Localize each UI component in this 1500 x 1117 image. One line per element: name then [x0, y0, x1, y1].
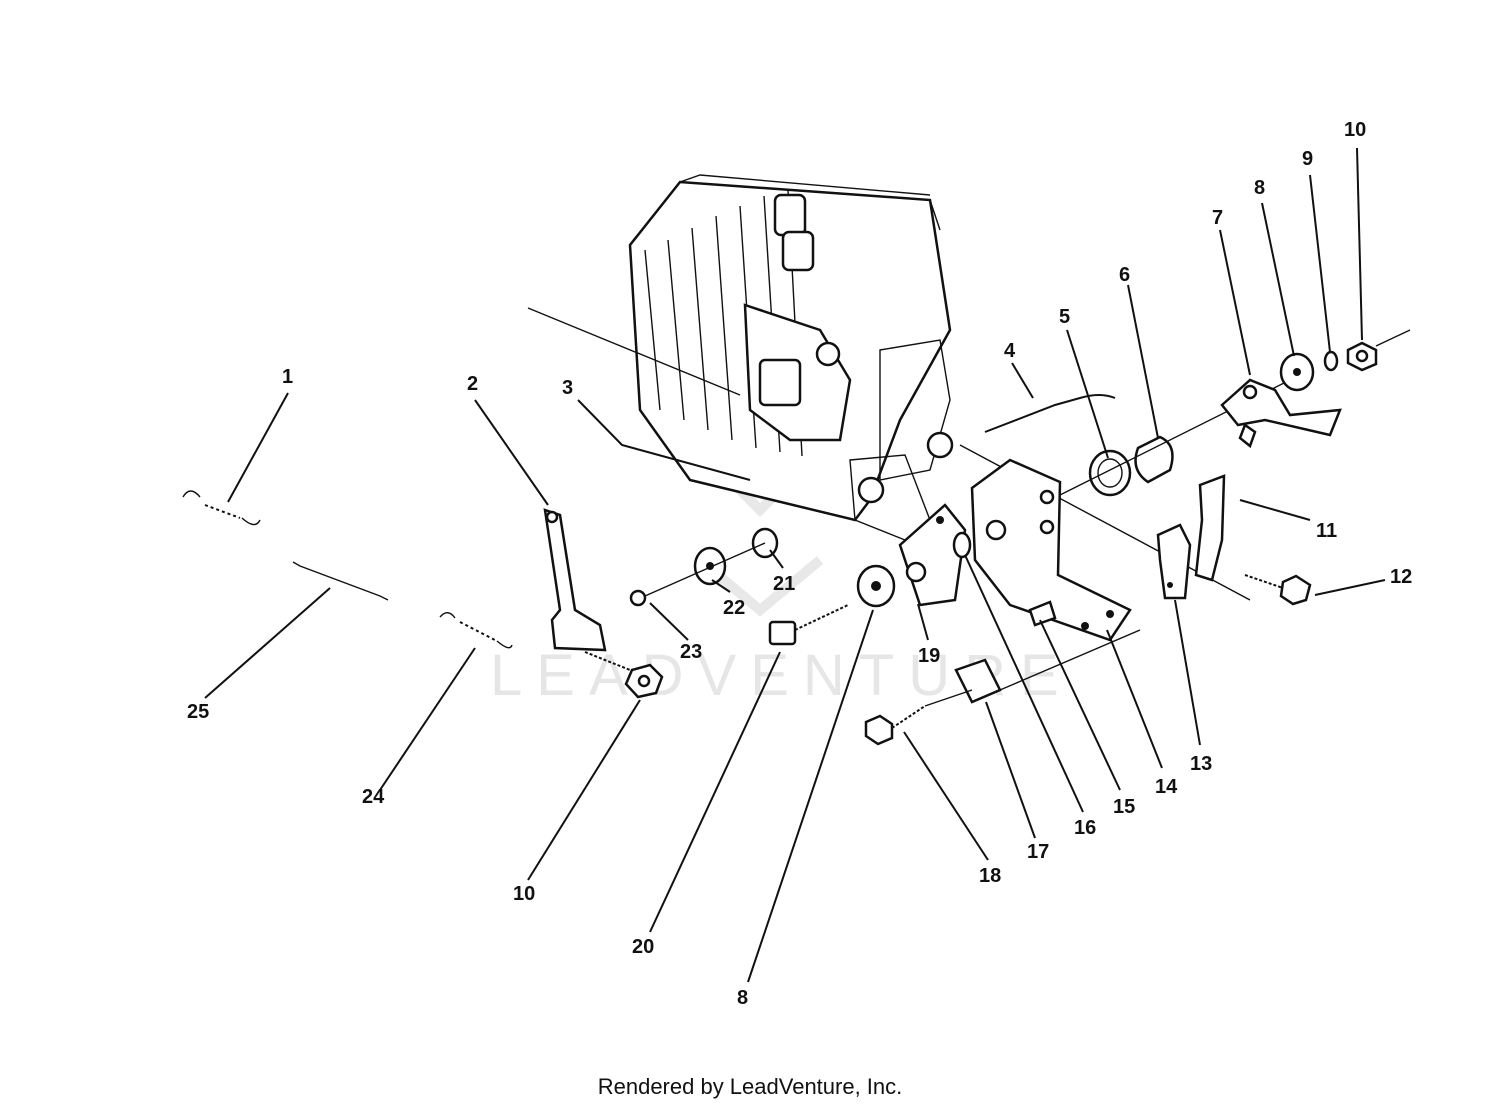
footer-credit: Rendered by LeadVenture, Inc.: [597, 1074, 903, 1099]
callout-7: 7: [1212, 207, 1223, 229]
callout-1: 1: [282, 366, 293, 388]
washer-23: [629, 589, 647, 607]
callout-18: 18: [979, 865, 1001, 887]
bolt-20: [768, 604, 849, 646]
callout-17: 17: [1027, 841, 1049, 863]
bushing-6: [1134, 435, 1174, 484]
callout-16: 16: [1074, 817, 1096, 839]
callout-19: 19: [918, 645, 940, 667]
callout-11: 11: [1316, 520, 1337, 542]
rod-4: [984, 394, 1116, 433]
callout-4: 4: [1004, 340, 1016, 362]
callout-10: 10: [1344, 119, 1366, 141]
callout-3: 3: [562, 377, 573, 399]
callout-5: 5: [1059, 306, 1070, 328]
spring-1: [182, 490, 261, 526]
callout-20: 20: [632, 936, 654, 958]
pin-15: [1028, 600, 1057, 627]
callouts: 1 2 3 4 5 6 7 8 9 10 11 12 13 14 15 16 1…: [187, 119, 1412, 1009]
callout-6: 6: [1119, 264, 1130, 286]
leader-lines: [204, 147, 1386, 983]
governor-plate-14: [970, 458, 1132, 642]
washer-9: [1323, 350, 1339, 372]
rod-25: [292, 561, 389, 601]
callout-8: 8: [1254, 177, 1265, 199]
callout-8-lower: 8: [737, 987, 748, 1009]
lever-7: [1220, 378, 1342, 437]
callout-14: 14: [1155, 776, 1178, 798]
bracket-13: [1156, 523, 1192, 600]
callout-21: 21: [773, 573, 795, 595]
callout-25: 25: [187, 701, 209, 723]
engine-block: [628, 174, 954, 541]
bolt-12: [1244, 574, 1312, 606]
callout-24: 24: [362, 786, 385, 808]
callout-23: 23: [680, 641, 702, 663]
bracket-19: [898, 503, 967, 607]
callout-15: 15: [1113, 796, 1135, 818]
callout-9: 9: [1302, 148, 1313, 170]
governor-lever-2: [543, 508, 631, 671]
callout-13: 13: [1190, 753, 1212, 775]
spring-24: [439, 612, 513, 649]
spring-5: [1088, 449, 1132, 497]
callout-22: 22: [723, 597, 745, 619]
callout-2: 2: [467, 373, 478, 395]
bracket-11: [1194, 474, 1226, 582]
screw-18: [864, 705, 926, 746]
callout-12: 12: [1390, 566, 1412, 588]
part-16: [952, 531, 972, 559]
callout-10-lower: 10: [513, 883, 535, 905]
